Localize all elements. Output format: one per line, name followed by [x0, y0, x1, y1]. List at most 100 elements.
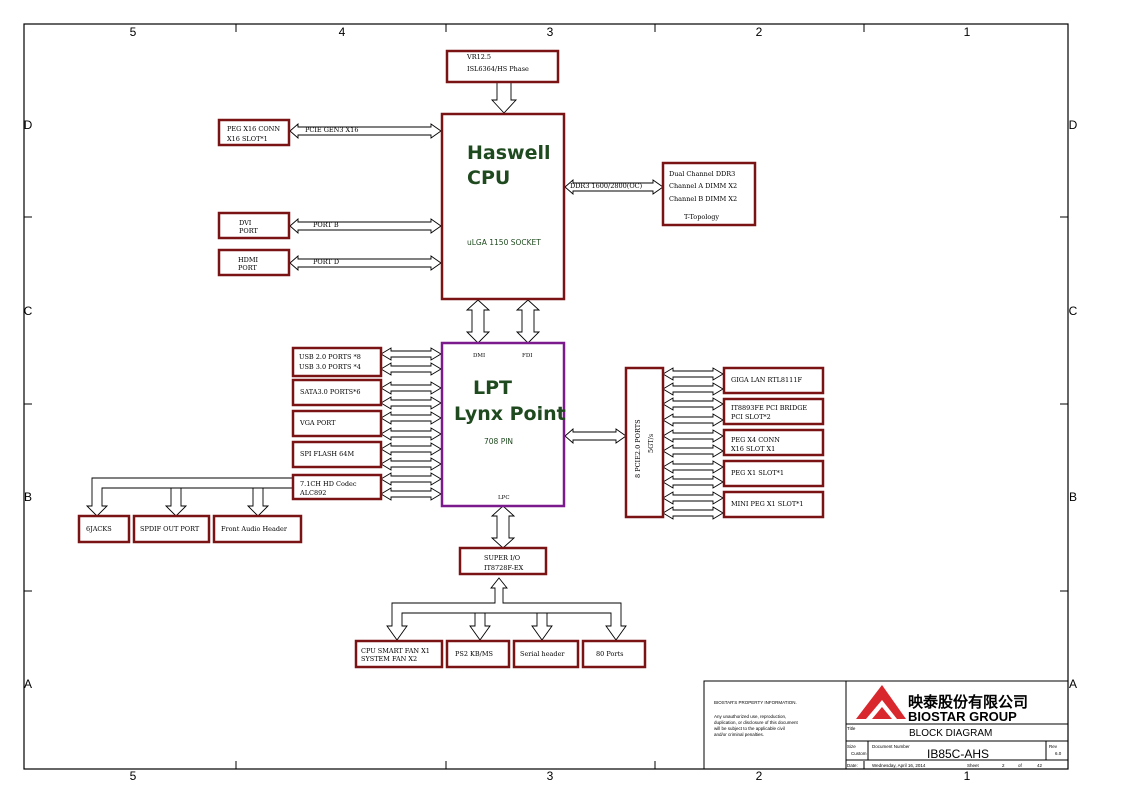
jacks-block[interactable]: 6JACKS	[77, 514, 131, 544]
cpu-block[interactable]: Haswell CPU uLGA 1150 SOCKET	[440, 112, 566, 301]
lpt-title-1: LPT	[473, 377, 512, 399]
usb-block[interactable]: USB 2.0 PORTS *8 USB 3.0 PORTS *4	[291, 346, 383, 378]
dvi-bus-label: PORT B	[313, 221, 339, 229]
title-field-label: Title	[847, 726, 856, 731]
grid-left-d: D	[24, 118, 33, 132]
notice-3: duplication, or disclosure of this docum…	[714, 720, 799, 725]
jacks-label: 6JACKS	[86, 525, 112, 533]
top-grid-ticks	[24, 24, 1068, 769]
size-field-label: Size	[847, 744, 856, 749]
bus-arrows	[85, 81, 724, 641]
grid-left-c: C	[24, 304, 33, 318]
rev-field-label: Rev	[1049, 744, 1058, 749]
grid-bottom-2: 2	[756, 769, 763, 783]
of-field-label: of	[1018, 763, 1023, 768]
vr-label-1: VR12.5	[466, 53, 491, 61]
vr-label-2: ISL6364/HS Phase	[467, 65, 529, 73]
ddr-block[interactable]: Dual Channel DDR3 Channel A DIMM X2 Chan…	[661, 161, 757, 227]
title-block: BIOSTAR'S PROPERTY INFORMATION. Any unau…	[703, 680, 1069, 770]
pci-bridge-block[interactable]: IT8893FE PCI BRIDGE PCI SLOT*2	[722, 397, 825, 426]
vga-label: VGA PORT	[299, 419, 336, 427]
gigalan-block[interactable]: GIGA LAN RTL8111F	[722, 366, 825, 395]
grid-top-4: 4	[339, 25, 346, 39]
sata-label: SATA3.0 PORTS*6	[300, 388, 361, 396]
grid-right-d: D	[1069, 118, 1078, 132]
pci-bridge-label-2: PCI SLOT*2	[731, 413, 771, 421]
spi-flash-block[interactable]: SPI FLASH 64M	[291, 440, 383, 469]
lpt-lpc-label: LPC	[498, 495, 510, 501]
codec-label-1: 7.1CH HD Codec	[300, 480, 357, 488]
cpu-socket: uLGA 1150 SOCKET	[467, 238, 541, 247]
port80-label: 80 Ports	[596, 650, 623, 658]
ddr-bus-label: DDR3 1600/2800(OC)	[570, 182, 643, 190]
mini-peg-block[interactable]: MINI PEG X1 SLOT*1	[722, 490, 825, 519]
grid-top-2: 2	[756, 25, 763, 39]
pcie-label-1: 8 PCIE2.0 PORTS	[634, 419, 642, 478]
pcie-block[interactable]: 8 PCIE2.0 PORTS 5GT/s	[624, 366, 665, 519]
front-audio-block[interactable]: Front Audio Header	[212, 514, 303, 544]
hdmi-label-1: HDMI	[238, 256, 259, 264]
grid-right-c: C	[1069, 304, 1078, 318]
vga-block[interactable]: VGA PORT	[291, 409, 383, 438]
peg-x4-block[interactable]: PEG X4 CONN X16 SLOT X1	[722, 428, 825, 457]
ddr-label-4: T-Topology	[684, 213, 719, 221]
grid-top-1: 1	[964, 25, 971, 39]
peg-x1-block[interactable]: PEG X1 SLOT*1	[722, 459, 825, 488]
dvi-label-2: PORT	[239, 227, 258, 235]
lpt-block[interactable]: DMI FDI LPT Lynx Point 708 PIN LPC	[440, 341, 566, 508]
port80-block[interactable]: 80 Ports	[581, 639, 647, 669]
date-field-label: Date:	[847, 763, 858, 768]
rev-field-value: 6.0	[1055, 751, 1062, 756]
grid-right-b: B	[1069, 490, 1077, 504]
docnum-field-value: IB85C-AHS	[927, 747, 989, 761]
grid-bottom-5: 5	[130, 769, 137, 783]
codec-label-2: ALC892	[299, 489, 326, 497]
usb-label-1: USB 2.0 PORTS *8	[299, 353, 361, 361]
spdif-block[interactable]: SPDIF OUT PORT	[132, 514, 211, 544]
ps2-label: PS2 KB/MS	[455, 650, 493, 658]
sheet-frame	[23, 23, 1069, 770]
grid-bottom-3: 3	[547, 769, 554, 783]
superio-block[interactable]: SUPER I/O IT8728F-EX	[458, 546, 548, 576]
hdmi-block[interactable]: HDMI PORT	[217, 248, 291, 277]
pcie-label-2: 5GT/s	[647, 434, 655, 453]
lpt-title-2: Lynx Point	[454, 403, 566, 425]
lpt-pins: 708 PIN	[484, 437, 513, 446]
fan-label-2: SYSTEM FAN X2	[361, 655, 417, 663]
ddr-label-2: Channel A DIMM X2	[669, 182, 737, 190]
peg-x16-block[interactable]: PEG X16 CONN X16 SLOT*1	[217, 118, 291, 147]
grid-left-b: B	[24, 490, 32, 504]
dvi-label-1: DVI	[239, 219, 252, 227]
peg-x1-label: PEG X1 SLOT*1	[731, 469, 784, 477]
cpu-title-1: Haswell	[467, 142, 551, 164]
sata-block[interactable]: SATA3.0 PORTS*6	[291, 378, 383, 407]
vr-block[interactable]: VR12.5 ISL6364/HS Phase	[445, 49, 560, 84]
title-field-value: BLOCK DIAGRAM	[909, 728, 992, 739]
fan-block[interactable]: CPU SMART FAN X1 SYSTEM FAN X2	[354, 639, 444, 669]
docnum-field-label: Document Number	[872, 744, 910, 749]
company-cn: 映泰股份有限公司	[908, 693, 1028, 711]
grid-left-a: A	[24, 677, 32, 691]
peg-bus-label: PCIE GEN3 X16	[305, 126, 358, 134]
dvi-block[interactable]: DVI PORT	[217, 211, 291, 240]
codec-block[interactable]: 7.1CH HD Codec ALC892	[291, 473, 383, 501]
peg-x4-label-1: PEG X4 CONN	[731, 436, 780, 444]
usb-label-2: USB 3.0 PORTS *4	[299, 363, 361, 371]
hdmi-bus-label: PORT D	[313, 258, 339, 266]
serial-label: Serial header	[520, 650, 565, 658]
lpt-fdi-label: FDI	[522, 353, 532, 359]
biostar-logo-icon	[856, 685, 906, 719]
sheets-field-value: 42	[1037, 763, 1043, 768]
mini-peg-label: MINI PEG X1 SLOT*1	[731, 500, 804, 508]
fan-label-1: CPU SMART FAN X1	[361, 647, 430, 655]
date-field-value: Wednesday, April 16, 2014	[872, 763, 926, 768]
grid-bottom-1: 1	[964, 769, 971, 783]
ps2-block[interactable]: PS2 KB/MS	[445, 639, 511, 669]
front-audio-label: Front Audio Header	[221, 525, 288, 533]
pci-bridge-label-1: IT8893FE PCI BRIDGE	[731, 404, 807, 412]
serial-block[interactable]: Serial header	[512, 639, 580, 669]
ddr-label-1: Dual Channel DDR3	[669, 170, 735, 178]
notice-4: will be subject to the applicable civil	[714, 726, 785, 731]
notice-1: BIOSTAR'S PROPERTY INFORMATION.	[714, 700, 797, 705]
